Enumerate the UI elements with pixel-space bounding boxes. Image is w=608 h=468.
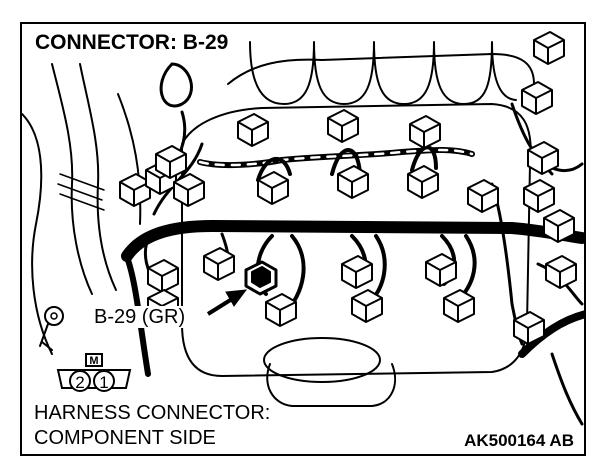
pin-label-2: 2	[75, 373, 84, 392]
connector-b29	[244, 260, 278, 296]
connector	[257, 171, 289, 205]
connector-callout-label: B-29 (GR)	[92, 306, 188, 328]
diagram-title: CONNECTOR: B-29	[33, 31, 231, 55]
connector	[527, 141, 559, 175]
diagram-frame: M 2 1 CONNECTOR: B-29 B-29 (GR) HARNESS …	[20, 22, 586, 456]
connector	[467, 179, 499, 213]
connector	[237, 113, 269, 147]
left-hose	[51, 63, 93, 295]
connector	[203, 247, 235, 281]
connector	[443, 289, 475, 323]
engine-harness-illustration: M 2 1	[22, 31, 584, 426]
pulley-cover	[263, 337, 381, 383]
connector	[327, 109, 359, 143]
connector	[407, 165, 439, 199]
connector-group	[119, 31, 577, 345]
terminal-symbol	[56, 353, 132, 392]
connector	[265, 293, 297, 327]
connector	[513, 311, 545, 345]
connector	[351, 289, 383, 323]
connector	[341, 255, 373, 289]
pin-header-label: M	[89, 355, 98, 367]
connector	[119, 173, 151, 207]
caption-line-2: COMPONENT SIDE	[34, 427, 216, 449]
callout-arrow	[206, 289, 248, 316]
connector	[173, 173, 205, 207]
connector	[543, 209, 575, 243]
connector	[425, 253, 457, 287]
connector	[523, 179, 555, 213]
connector	[409, 115, 441, 149]
connector	[545, 255, 577, 289]
ground-terminal	[44, 306, 64, 326]
caption-line-1: HARNESS CONNECTOR:	[34, 402, 271, 424]
connector	[521, 81, 553, 115]
connector	[147, 259, 179, 293]
connector	[533, 31, 565, 65]
figure-code: AK500164 AB	[464, 431, 574, 450]
connector	[337, 165, 369, 199]
manifold-plenum	[227, 53, 535, 85]
engine-block	[181, 103, 532, 377]
pin-label-1: 1	[99, 373, 108, 392]
intake-manifold	[249, 41, 517, 105]
connector	[155, 145, 187, 179]
